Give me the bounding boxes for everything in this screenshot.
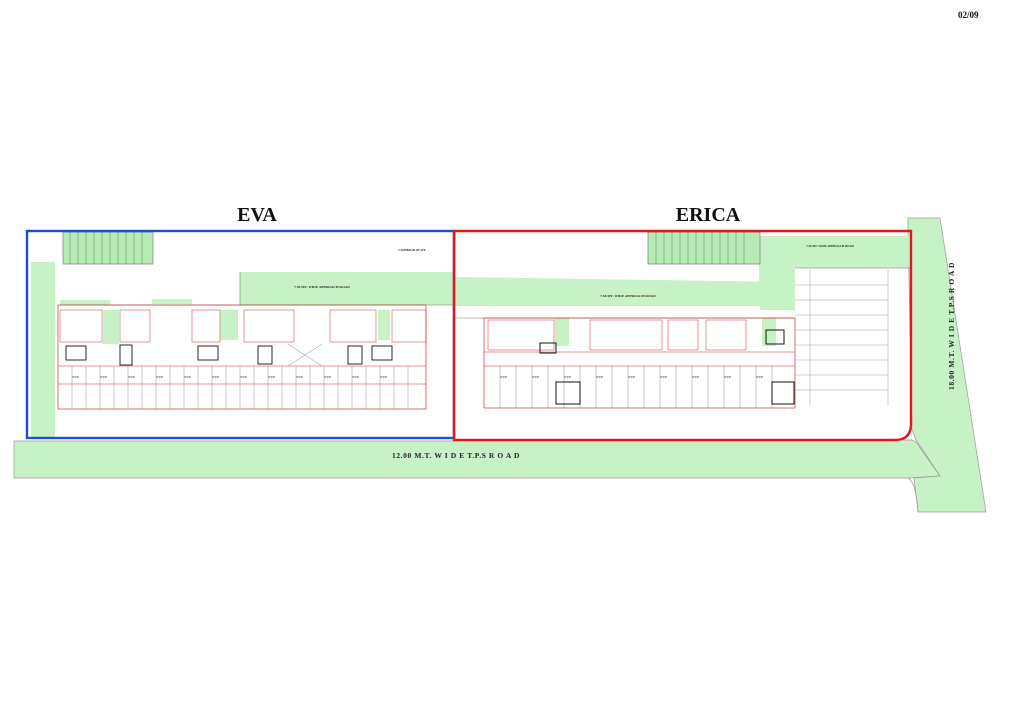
svg-text:SHOP: SHOP <box>628 376 635 379</box>
approach-road-erica <box>455 277 790 306</box>
erica-building <box>483 270 889 409</box>
svg-text:SHOP: SHOP <box>324 376 331 379</box>
page-number: 02/09 <box>958 10 979 20</box>
approach-road-corner <box>758 236 910 310</box>
erica-footprint <box>483 317 796 409</box>
svg-text:SHOP: SHOP <box>756 376 763 379</box>
svg-text:SHOP: SHOP <box>532 376 539 379</box>
svg-text:SHOP: SHOP <box>692 376 699 379</box>
approach-road-eva <box>240 272 455 305</box>
svg-text:SHOP: SHOP <box>156 376 163 379</box>
svg-text:SHOP: SHOP <box>596 376 603 379</box>
band-2 <box>152 299 192 304</box>
svg-text:SHOP: SHOP <box>500 376 507 379</box>
band-7 <box>762 318 776 346</box>
eva-title: EVA <box>237 204 277 226</box>
road-corner <box>907 477 919 513</box>
tiny-labels: SHOP SHOP SHOP SHOP SHOP SHOP SHOP SHOP SHOP S… <box>72 376 763 379</box>
svg-text:SHOP: SHOP <box>72 376 79 379</box>
svg-text:SHOP: SHOP <box>128 376 135 379</box>
band-5 <box>378 310 390 340</box>
band-3 <box>103 310 119 344</box>
band-6 <box>555 318 569 346</box>
svg-text:SHOP: SHOP <box>212 376 219 379</box>
approach-road-corner-label: 7.50 MT. WIDE APPROACH ROAD <box>806 244 854 248</box>
svg-text:SHOP: SHOP <box>724 376 731 379</box>
bottom-road-label: 12.00 M.T. W I D E T.P.S R O A D <box>392 451 520 460</box>
parking-eva <box>62 231 154 265</box>
eva-footprint <box>57 304 427 410</box>
common-plot-label: COMMON PLOT <box>398 248 426 252</box>
svg-text:SHOP: SHOP <box>296 376 303 379</box>
right-road-label: 18.00 M.T. W I D E T.P.S R O A D <box>947 262 956 390</box>
svg-text:SHOP: SHOP <box>240 376 247 379</box>
band-1 <box>60 300 110 305</box>
svg-text:SHOP: SHOP <box>268 376 275 379</box>
svg-text:SHOP: SHOP <box>100 376 107 379</box>
svg-text:SHOP: SHOP <box>380 376 387 379</box>
svg-text:SHOP: SHOP <box>660 376 667 379</box>
approach-road-erica-label: 7.50 MT. WIDE APPROACH ROAD <box>600 294 656 298</box>
erica-title: ERICA <box>676 204 741 226</box>
parking-stall-lines <box>69 232 745 264</box>
left-strip <box>31 262 55 438</box>
svg-text:SHOP: SHOP <box>352 376 359 379</box>
roads <box>13 217 987 513</box>
erica-outline <box>452 229 913 442</box>
approach-road-eva-label: 7.50 MT. WIDE APPROACH ROAD <box>294 285 350 289</box>
band-4 <box>220 310 238 340</box>
svg-text:SHOP: SHOP <box>564 376 571 379</box>
eva-building <box>57 304 427 410</box>
svg-text:SHOP: SHOP <box>184 376 191 379</box>
